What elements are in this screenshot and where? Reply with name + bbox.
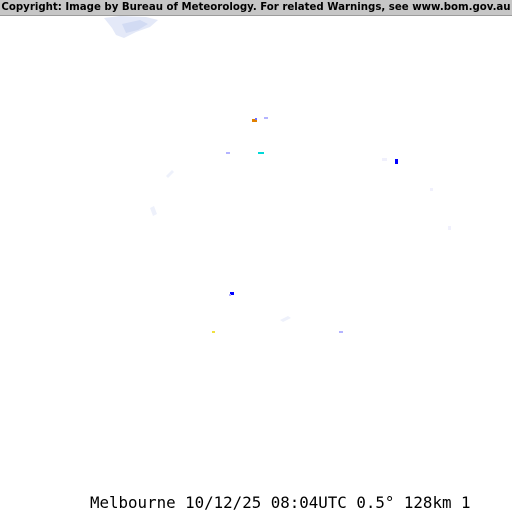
echo-streak	[166, 170, 174, 178]
echo-cell	[226, 152, 230, 154]
echo-blob	[122, 20, 148, 33]
echo-cell	[339, 331, 343, 333]
copyright-text: Copyright: Image by Bureau of Meteorolog…	[1, 2, 511, 13]
echo-cell	[230, 292, 234, 295]
radar-caption: Melbourne 10/12/25 08:04UTC 0.5° 128km 1	[90, 493, 505, 512]
echo-cell	[395, 159, 398, 164]
caption-location: Melbourne	[90, 493, 176, 512]
echo-cell	[255, 118, 257, 120]
caption-range: 128km	[403, 493, 452, 512]
radar-echo-layer	[104, 16, 451, 333]
echo-cell	[229, 294, 231, 296]
echo-streak	[280, 316, 291, 322]
caption-time: 08:04UTC	[270, 493, 347, 512]
echo-cell	[252, 119, 257, 122]
echo-streak	[150, 206, 157, 216]
caption-elevation: 0.5°	[356, 493, 395, 512]
copyright-bar: Copyright: Image by Bureau of Meteorolog…	[0, 0, 512, 16]
radar-map	[0, 16, 512, 490]
echo-cell	[382, 158, 387, 161]
echo-cluster-top	[104, 16, 158, 38]
echo-cell	[264, 117, 268, 119]
caption-frame: 1	[460, 493, 471, 512]
echo-cell	[258, 152, 264, 154]
echo-cell	[430, 188, 433, 191]
echo-cell	[448, 226, 451, 230]
caption-date: 10/12/25	[185, 493, 262, 512]
echo-cell	[212, 331, 215, 333]
